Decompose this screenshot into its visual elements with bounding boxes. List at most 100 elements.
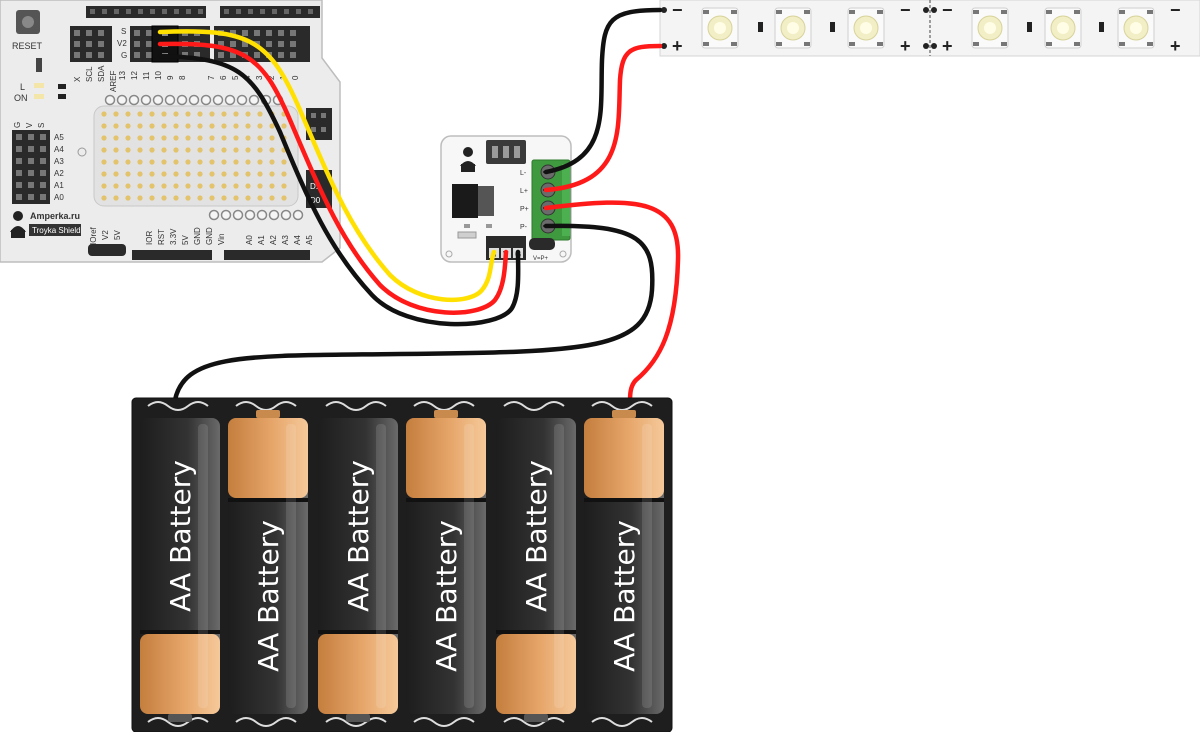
mount-hole-icon — [77, 147, 87, 157]
digital-pin-label: 5 — [231, 75, 240, 80]
analog-pin-label: A4 — [54, 145, 64, 154]
battery-label: AA Battery — [520, 460, 553, 612]
power-pin-label: 3.3V — [169, 228, 178, 245]
header-g-label: G — [121, 51, 127, 60]
strip-minus-label: − — [672, 0, 683, 20]
aa-battery: AA Battery — [584, 410, 664, 714]
amperka-logo-icon — [460, 147, 476, 172]
battery-label: AA Battery — [430, 520, 463, 672]
battery-label: AA Battery — [252, 520, 285, 672]
d0-label: D0 — [310, 196, 321, 205]
strip-plus-label: + — [942, 36, 953, 56]
strip-plus-label: + — [900, 36, 911, 56]
battery-minus-wire — [172, 223, 655, 403]
led-on-icon — [34, 94, 44, 99]
digital-pin-label: 13 — [118, 71, 127, 80]
led-l-label: L — [20, 82, 25, 92]
power-pin-label: Vin — [217, 234, 226, 245]
header-v2-label: V2 — [117, 39, 127, 48]
battery-terminal-icon — [256, 410, 280, 418]
header-s-label: S — [121, 27, 126, 36]
model-label: Troyka Shield — [32, 226, 81, 235]
aa-battery: AA Battery — [140, 418, 220, 722]
strip-segment-right: − + − + — [942, 0, 1181, 56]
bottom-left-label: 5V — [113, 230, 122, 240]
battery-spring-icon — [325, 717, 387, 727]
digital-pin-label: 8 — [178, 75, 187, 80]
power-mosfet-module: L- L+ P+ P- S V G V=P+ — [440, 135, 572, 263]
aa-battery: AA Battery — [496, 418, 576, 722]
battery-spring-icon — [591, 717, 653, 727]
analog-col-label: S — [37, 123, 46, 128]
led-icon — [971, 7, 1009, 49]
battery-label: AA Battery — [342, 460, 375, 612]
mosfet-transistor-icon — [452, 184, 478, 218]
amperka-logo-icon — [10, 211, 26, 238]
top-header-right — [220, 6, 320, 18]
d1-label: D1 — [310, 182, 321, 191]
bottom-analog-label: A4 — [293, 235, 302, 245]
battery-spring-icon — [235, 717, 297, 727]
jumper-label: V=P+ — [533, 256, 549, 262]
bottom-left-label: V2 — [101, 230, 110, 240]
vcc-wire — [157, 41, 509, 315]
led-icon — [1117, 7, 1155, 49]
digital-pin-label: 6 — [219, 75, 228, 80]
battery-terminal-icon — [612, 410, 636, 418]
analog-header — [12, 130, 50, 204]
proto-area — [93, 105, 299, 207]
digital-pin-label: 9 — [166, 75, 175, 80]
i2c-x-label: X — [73, 76, 82, 82]
power-pin-label: 5V — [181, 235, 190, 245]
led-on-label: ON — [14, 93, 28, 103]
battery-spring-icon — [503, 401, 565, 411]
analog-pin-label: A5 — [54, 133, 64, 142]
battery-copper-cap — [584, 418, 664, 498]
led-l-icon — [34, 83, 44, 88]
digital-pin-label: 0 — [291, 75, 300, 80]
digital-pin-label: 11 — [142, 71, 151, 80]
led-icon — [701, 7, 739, 49]
strip-segment-left: − + − + — [672, 0, 911, 56]
led-strip: − + − + − + − + — [659, 0, 1200, 57]
digital-pin-label: 10 — [154, 71, 163, 80]
battery-spring-icon — [503, 717, 565, 727]
power-pin-label: RST — [157, 229, 166, 245]
strip-minus-label: − — [900, 0, 911, 20]
troyka-shield: RESET L ON X SCL SDA AREF S V2 G — [0, 0, 341, 263]
jumper[interactable] — [529, 238, 555, 250]
battery-terminal-icon — [524, 714, 548, 722]
sda-label: SDA — [97, 65, 106, 82]
battery-plus-wire — [543, 200, 681, 405]
power-pin-label: GND — [205, 227, 214, 245]
bottom-analog-label: A1 — [257, 235, 266, 245]
analog-pin-label: A0 — [54, 193, 64, 202]
battery-spring-icon — [147, 717, 209, 727]
aa-battery: AA Battery — [406, 410, 486, 714]
digital-pin-label: 3 — [255, 75, 264, 80]
analog-col-label: G — [13, 122, 22, 128]
switch-icon — [36, 58, 42, 72]
battery-terminal-icon — [434, 410, 458, 418]
battery-label: AA Battery — [164, 460, 197, 612]
battery-holder: AA Battery AA Battery AA Battery AA Battery… — [131, 397, 673, 732]
led-icon — [847, 7, 885, 49]
analog-pin-label: A2 — [54, 169, 64, 178]
bottom-left-label: IOref — [89, 226, 98, 245]
bottom-analog-label: A5 — [305, 235, 314, 245]
battery-copper-cap — [140, 634, 220, 714]
strip-plus-wire — [543, 43, 663, 193]
aa-battery: AA Battery — [318, 418, 398, 722]
battery-spring-icon — [325, 401, 387, 411]
led-icon — [774, 7, 812, 49]
battery-spring-icon — [413, 717, 475, 727]
gnd-signal-wire — [157, 53, 521, 327]
bottom-analog-label: A0 — [245, 235, 254, 245]
reset-label: RESET — [12, 41, 43, 51]
analog-col-label: V — [25, 122, 34, 128]
strip-plus-label: + — [1170, 36, 1181, 56]
battery-terminal-icon — [346, 714, 370, 722]
power-pin-label: GND — [193, 227, 202, 245]
led-icon — [1044, 7, 1082, 49]
